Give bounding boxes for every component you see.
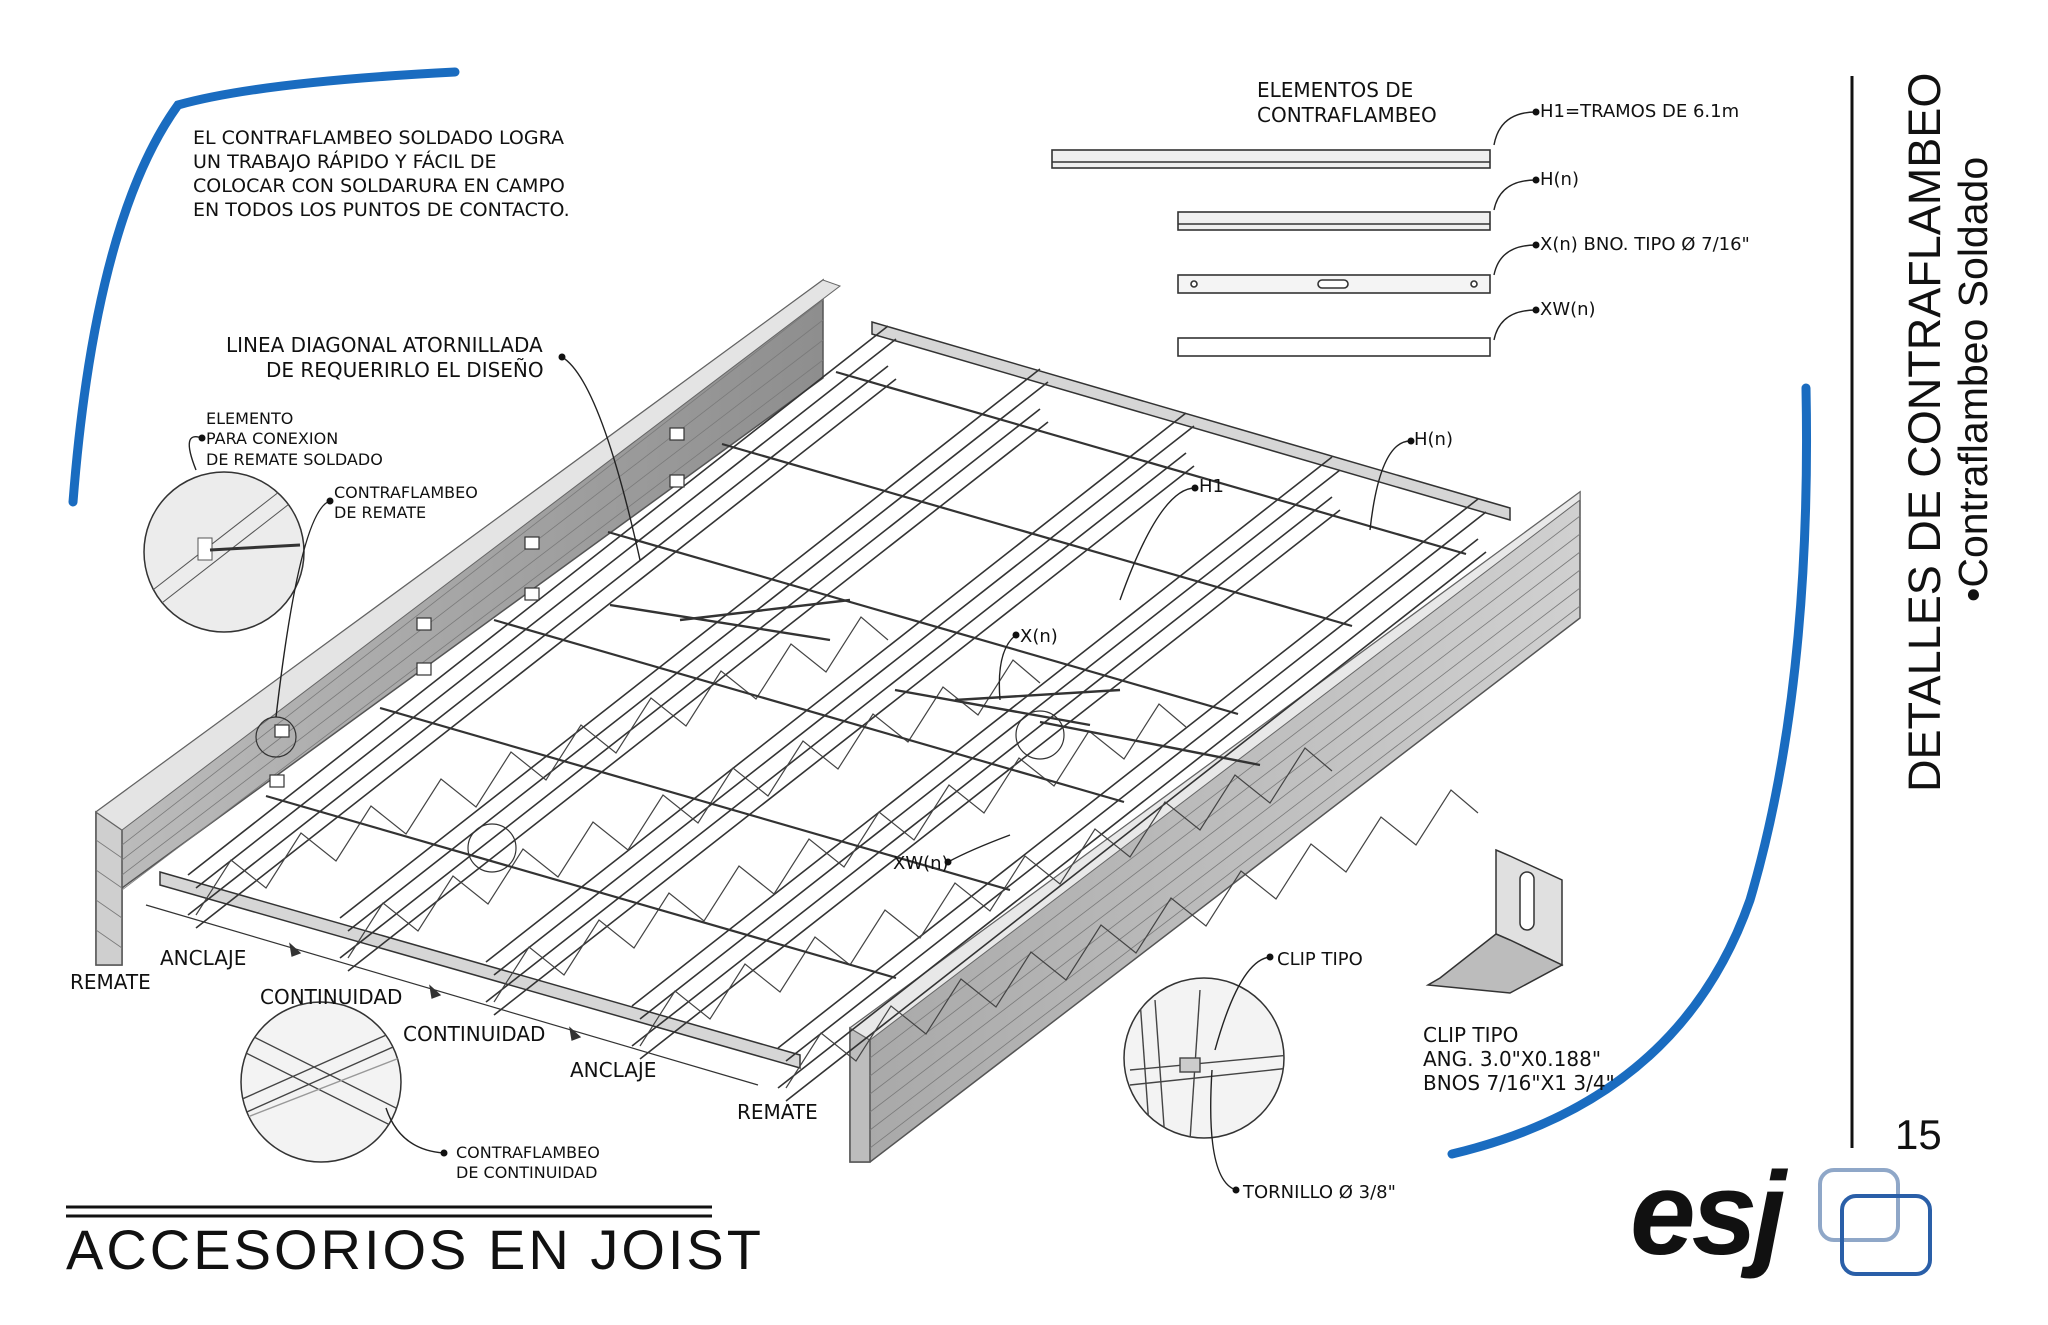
- left-wall: [95, 278, 842, 966]
- esj-logo: esj: [1630, 1148, 1786, 1280]
- contraflambeo-remate-label-2: DE REMATE: [334, 503, 427, 522]
- detail-clip: [1123, 977, 1285, 1139]
- element-profiles: [1051, 149, 1491, 357]
- joist-webs: [195, 616, 1479, 1089]
- page-title: DETALLES DE CONTRAFLAMBEO: [1899, 72, 1950, 792]
- anclaje-left-label: ANCLAJE: [160, 946, 247, 970]
- elements-heading-2: CONTRAFLAMBEO: [1257, 103, 1437, 127]
- element-hn-label: H(n): [1540, 169, 1579, 190]
- anclaje-right-label: ANCLAJE: [570, 1058, 657, 1082]
- callout-marks: [255, 710, 1065, 873]
- blue-arc-top-left: [68, 67, 460, 507]
- element-h1-label: H1=TRAMOS DE 6.1m: [1540, 101, 1740, 122]
- intro-text: EL CONTRAFLAMBEO SOLDADO LOGRA UN TRABAJ…: [193, 126, 663, 222]
- clip-tipo-callout: CLIP TIPO: [1277, 949, 1363, 970]
- clip-spec-line-2: ANG. 3.0"X0.188": [1423, 1047, 1602, 1071]
- intro-line-2: UN TRABAJO RÁPIDO Y FÁCIL DE: [193, 151, 497, 173]
- page-number: 15: [1895, 1111, 1942, 1158]
- elemento-label-1: ELEMENTO: [206, 409, 294, 428]
- intro-line-4: EN TODOS LOS PUNTOS DE CONTACTO.: [193, 199, 570, 221]
- clip-angle-drawing: [1425, 848, 1564, 994]
- page-subtitle: •Contraflambeo Soldado: [1950, 156, 1996, 602]
- right-wall: [849, 490, 1581, 1163]
- detail-remate-soldado: [143, 471, 305, 633]
- remate-left-label: REMATE: [70, 970, 151, 994]
- footer-rules: [66, 1205, 712, 1218]
- diagonal-label-1: LINEA DIAGONAL ATORNILLADA: [226, 333, 543, 357]
- element-xn-label: X(n) BNO. TIPO Ø 7/16": [1540, 234, 1750, 255]
- detail-continuidad: [240, 1001, 402, 1163]
- intro-line-3: COLOCAR CON SOLDARURA EN CAMPO: [193, 175, 565, 197]
- element-xwn-label: XW(n): [1540, 299, 1596, 320]
- diagonal-label-2: DE REQUERIRLO EL DISEÑO: [266, 358, 544, 382]
- elemento-label-2: PARA CONEXION: [206, 429, 339, 448]
- footer-title: ACCESORIOS EN JOIST: [66, 1218, 764, 1281]
- clip-spec-line-1: CLIP TIPO: [1423, 1023, 1519, 1047]
- remate-right-label: REMATE: [737, 1100, 818, 1124]
- plan-hn-label: H(n): [1414, 429, 1453, 450]
- continuidad-label-1: CONTINUIDAD: [260, 985, 403, 1009]
- plan-xwn-label: XW(n): [893, 853, 949, 874]
- contraflambeo-cont-label-1: CONTRAFLAMBEO: [456, 1143, 600, 1162]
- contraflambeo-remate-label-1: CONTRAFLAMBEO: [334, 483, 478, 502]
- logo-squares: [1818, 1168, 1932, 1276]
- leaders: [188, 111, 1537, 1191]
- blue-arc-right: [1447, 383, 1812, 1159]
- plan-xn-label: X(n): [1020, 626, 1058, 647]
- plan-h1-label: H1: [1199, 476, 1224, 497]
- diagonal-bridging: [609, 598, 1261, 767]
- elements-heading-1: ELEMENTOS DE: [1257, 78, 1414, 102]
- leader-dots: [198, 108, 1540, 1194]
- clip-spec: CLIP TIPO ANG. 3.0"X0.188" BNOS 7/16"X1 …: [1423, 1023, 1615, 1095]
- continuidad-label-2: CONTINUIDAD: [403, 1022, 546, 1046]
- tornillo-label: TORNILLO Ø 3/8": [1243, 1182, 1396, 1203]
- dimension-line: [145, 904, 759, 1086]
- intro-line-1: EL CONTRAFLAMBEO SOLDADO LOGRA: [193, 127, 565, 149]
- bridging-lines: [265, 370, 1467, 980]
- clip-spec-line-3: BNOS 7/16"X1 3/4": [1423, 1071, 1615, 1095]
- contraflambeo-cont-label-2: DE CONTINUIDAD: [456, 1163, 598, 1182]
- wall-tabs: [269, 427, 685, 788]
- elemento-label-3: DE REMATE SOLDADO: [206, 450, 383, 469]
